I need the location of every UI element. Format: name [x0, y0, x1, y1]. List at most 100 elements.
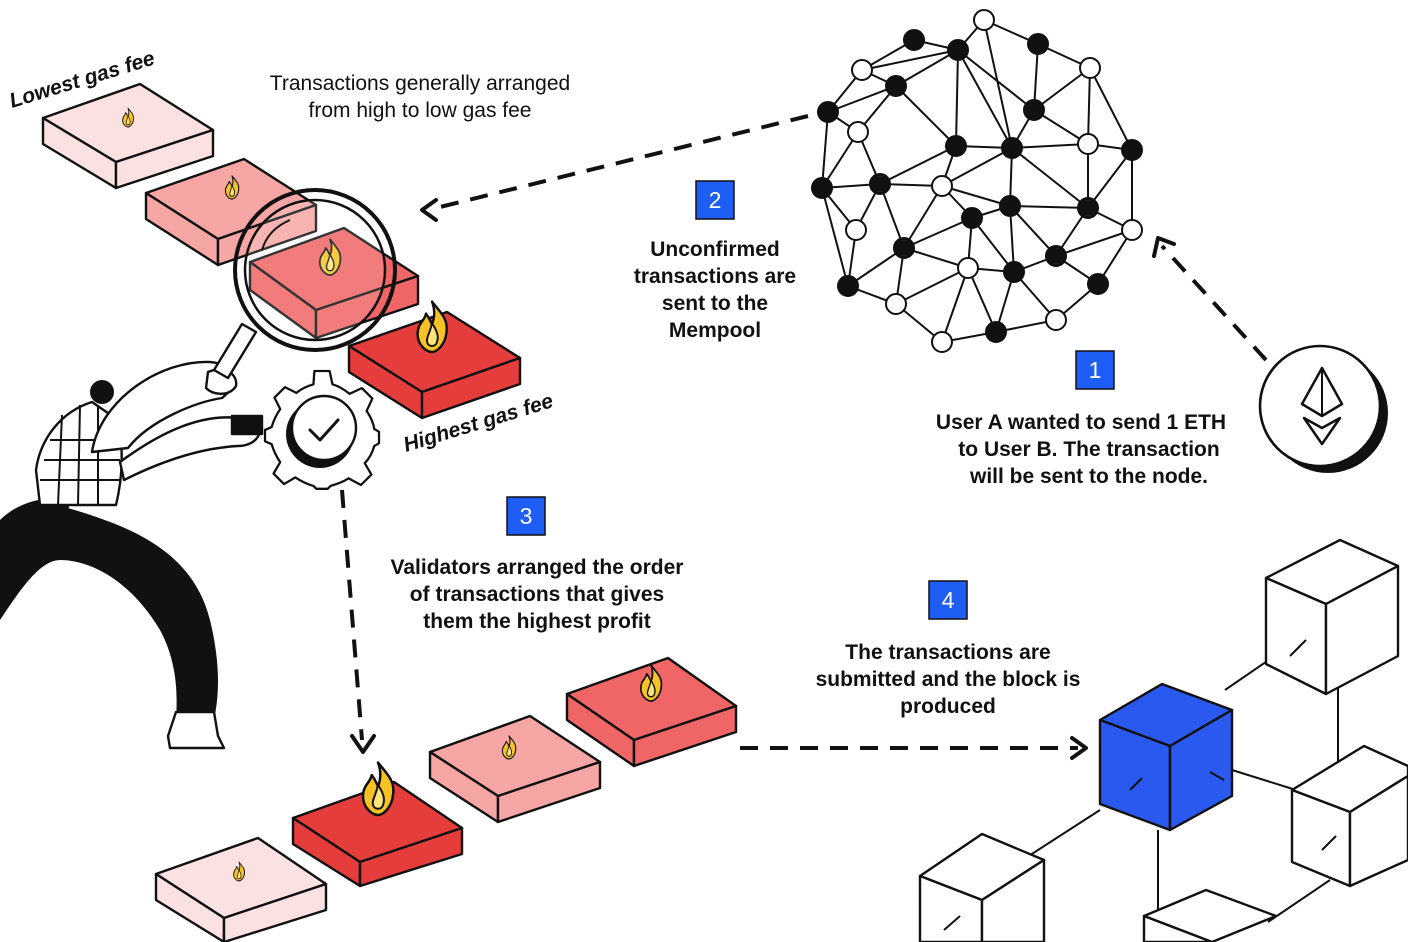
step-caption-line: Unconfirmed: [650, 238, 780, 261]
arrow-validator-to-ordered: [340, 489, 376, 754]
network-node: [931, 331, 953, 353]
block-cube: [1264, 538, 1400, 696]
network-edge: [827, 85, 897, 113]
network-node-icon: [811, 9, 1143, 353]
network-edge: [967, 267, 997, 333]
network-edge: [1009, 205, 1089, 209]
network-edge: [821, 131, 859, 189]
network-node: [903, 29, 925, 51]
network-edge: [941, 147, 1013, 187]
block-cube: [918, 832, 1046, 942]
network-edge: [1089, 67, 1133, 151]
step-4: 4 The transactions are submitted and the…: [816, 580, 1081, 718]
network-node: [1003, 261, 1025, 283]
tx-tile-low: [144, 157, 318, 267]
arrow-eth-to-network: [1152, 236, 1268, 362]
step-caption-line: them the highest profit: [423, 610, 651, 633]
flame-icon: [416, 300, 448, 354]
network-node: [845, 219, 867, 241]
network-node: [1045, 245, 1067, 267]
step-caption-line: to User B. The transaction: [958, 438, 1219, 461]
network-edge: [957, 49, 1035, 111]
step-badge: [1075, 350, 1115, 390]
step-1: 1 User A wanted to send 1 ETH to User B.…: [936, 350, 1226, 488]
gear-check-icon: [263, 369, 381, 490]
network-node: [1027, 33, 1049, 55]
network-edge: [1009, 205, 1015, 273]
network-node: [1001, 137, 1023, 159]
step-badge: [695, 180, 735, 220]
network-edge: [895, 49, 959, 87]
network-edge: [1033, 67, 1091, 111]
network-edge: [903, 247, 969, 269]
network-node: [869, 173, 891, 195]
network-edge: [1033, 43, 1039, 111]
network-edge: [879, 183, 905, 249]
network-node: [973, 9, 995, 31]
network-edge: [1055, 229, 1133, 257]
header-note-line: from high to low gas fee: [309, 99, 532, 122]
network-edge: [903, 185, 943, 249]
step-badge: [506, 496, 546, 536]
network-node: [931, 175, 953, 197]
network-node: [817, 101, 839, 123]
network-node: [947, 39, 969, 61]
network-edge: [971, 217, 1015, 273]
network-edge: [879, 145, 957, 185]
person-illustration: [0, 360, 264, 750]
step-caption-line: transactions are: [634, 265, 796, 288]
network-edge: [895, 85, 957, 147]
network-node: [957, 257, 979, 279]
new-block-cube: [1098, 682, 1234, 832]
network-edge: [1087, 67, 1091, 145]
network-edge: [861, 49, 959, 71]
step-caption-line: sent to the: [662, 292, 768, 315]
step-caption-line: produced: [900, 695, 996, 718]
network-edge: [821, 111, 829, 189]
tx-tile-lowest: [41, 82, 215, 190]
network-edge: [955, 49, 959, 147]
block-cube: [1142, 888, 1278, 942]
step-caption-line: The transactions are: [845, 641, 1050, 664]
step-number: 2: [709, 187, 722, 213]
network-edge: [821, 187, 849, 287]
step-caption-line: User A wanted to send 1 ETH: [936, 411, 1226, 434]
ordered-tile-1: [154, 836, 328, 942]
step-caption-line: Mempool: [669, 319, 761, 342]
header-note: Transactions generally arranged from hig…: [270, 72, 570, 122]
network-node: [1077, 197, 1099, 219]
ethereum-icon: [1258, 344, 1388, 473]
network-edge: [1011, 147, 1089, 209]
network-edge: [941, 185, 1011, 207]
network-node: [1077, 133, 1099, 155]
network-node: [1087, 273, 1109, 295]
arrow-tiles-to-block: [740, 736, 1088, 760]
network-edge: [903, 217, 973, 249]
network-edge: [1087, 149, 1133, 209]
network-edge: [847, 247, 905, 287]
step-caption-line: submitted and the block is: [816, 668, 1081, 691]
network-edge: [941, 267, 969, 343]
network-node: [1045, 309, 1067, 331]
arrow-network-to-mempool: [420, 114, 809, 222]
network-edge: [1009, 205, 1057, 257]
tx-tile-highest: [347, 300, 522, 420]
network-node: [961, 207, 983, 229]
step-number: 3: [520, 503, 533, 529]
network-node: [885, 293, 907, 315]
network-node: [1121, 139, 1143, 161]
network-node: [885, 75, 907, 97]
step-2: 2 Unconfirmed transactions are sent to t…: [634, 180, 796, 342]
network-node: [1023, 99, 1045, 121]
step-badge: [928, 580, 968, 620]
block-cube: [1290, 744, 1408, 888]
network-node: [893, 237, 915, 259]
ordered-tile-4: [565, 656, 738, 768]
network-edge: [983, 19, 1013, 149]
flame-icon: [361, 761, 395, 817]
network-node: [837, 275, 859, 297]
network-node: [945, 135, 967, 157]
ordered-tile-2: [291, 761, 464, 888]
network-node: [985, 321, 1007, 343]
